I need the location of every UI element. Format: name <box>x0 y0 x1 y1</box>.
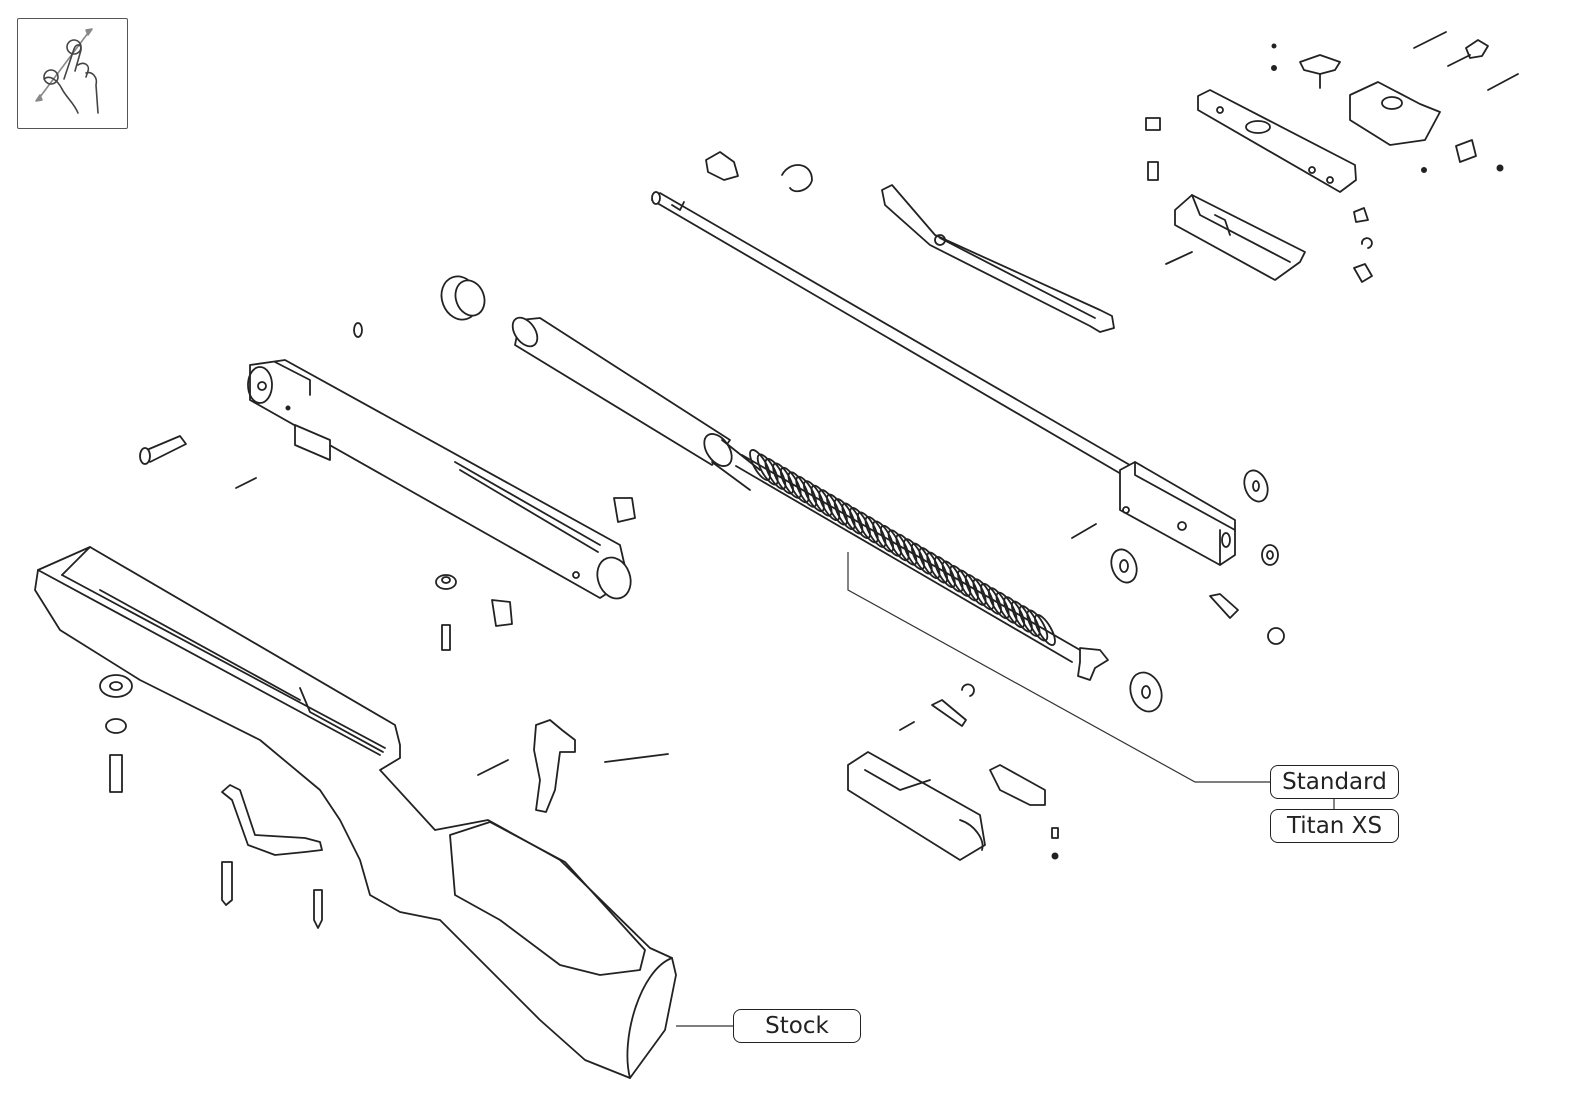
callout-standard-label: Standard <box>1282 769 1387 795</box>
callout-titan-xs-label: Titan XS <box>1286 813 1383 839</box>
mainspring-part[interactable] <box>735 447 1109 681</box>
callout-titan-xs[interactable]: Titan XS <box>1270 809 1399 843</box>
zoom-gesture-hint[interactable] <box>17 18 128 129</box>
callout-stock-label: Stock <box>765 1013 829 1039</box>
piston-seal-part[interactable] <box>353 271 489 338</box>
small-parts-left[interactable] <box>99 435 636 929</box>
receiver-tube-part[interactable] <box>247 359 636 603</box>
compression-tube-part[interactable] <box>508 313 761 491</box>
front-sight-part[interactable] <box>705 151 813 193</box>
cocking-lever-part[interactable] <box>881 184 1115 333</box>
spring-coil <box>1034 614 1056 646</box>
pinch-zoom-hand-icon <box>35 28 99 114</box>
trigger-group-part[interactable] <box>477 683 1059 861</box>
callout-standard[interactable]: Standard <box>1270 765 1399 799</box>
breech-parts-right[interactable] <box>1071 467 1285 716</box>
callout-stock[interactable]: Stock <box>733 1009 861 1043</box>
rear-sight-part[interactable] <box>1145 31 1519 283</box>
barrel-part[interactable] <box>651 191 1236 566</box>
leader-lines <box>676 552 1335 1027</box>
stock-part[interactable] <box>34 546 677 1079</box>
